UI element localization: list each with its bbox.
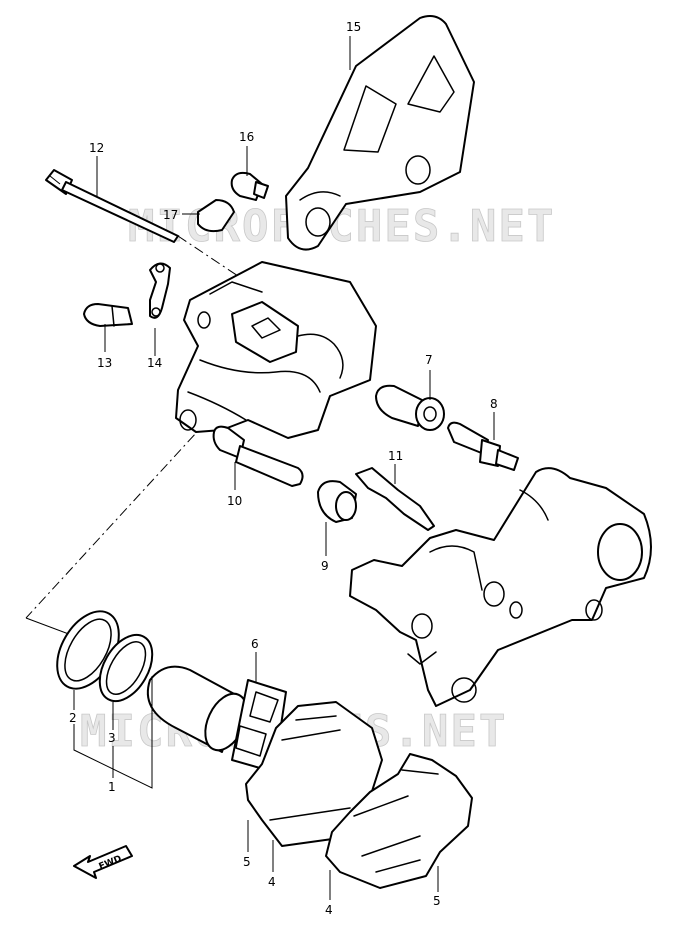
callout-8: 8 <box>490 397 498 411</box>
bracket-washer <box>149 262 171 319</box>
pad-cover <box>285 15 475 251</box>
callout-4-right: 4 <box>325 903 333 917</box>
callout-6: 6 <box>251 637 259 651</box>
callout-10: 10 <box>227 494 242 508</box>
callout-16: 16 <box>239 130 254 144</box>
callout-1: 1 <box>108 780 116 794</box>
slide-pin <box>212 425 304 487</box>
callout-14: 14 <box>147 356 162 370</box>
callout-13: 13 <box>97 356 112 370</box>
callout-15: 15 <box>346 20 361 34</box>
callout-2: 2 <box>69 711 77 725</box>
seal-ring-small <box>98 633 154 703</box>
caliper-bracket <box>349 467 652 707</box>
brake-pad-front <box>245 701 383 847</box>
callout-17: 17 <box>163 208 178 222</box>
callout-9: 9 <box>321 559 329 573</box>
boot <box>317 480 357 523</box>
pin <box>447 421 519 471</box>
callout-4-left: 4 <box>268 875 276 889</box>
pin-bolt <box>45 169 179 243</box>
callout-labels: 15 12 16 17 14 13 7 8 11 10 9 6 2 3 1 5 … <box>69 20 498 917</box>
callout-7: 7 <box>425 353 433 367</box>
caliper-body <box>175 261 377 439</box>
sleeve <box>375 384 445 431</box>
spring-clip <box>355 467 435 531</box>
callout-3: 3 <box>108 731 116 745</box>
bleeder-valve <box>83 303 133 327</box>
brake-pad-rear <box>325 753 473 889</box>
guide-line-piston <box>25 419 209 619</box>
callout-5-right: 5 <box>433 894 441 908</box>
rubber-cap <box>197 199 235 233</box>
callout-11: 11 <box>388 449 403 463</box>
leader-lines <box>73 36 495 900</box>
callout-5-left: 5 <box>243 855 251 869</box>
forward-arrow-icon: FWD <box>73 845 133 879</box>
guide-line-seal <box>25 617 75 637</box>
screw <box>230 171 269 201</box>
callout-12: 12 <box>89 141 104 155</box>
